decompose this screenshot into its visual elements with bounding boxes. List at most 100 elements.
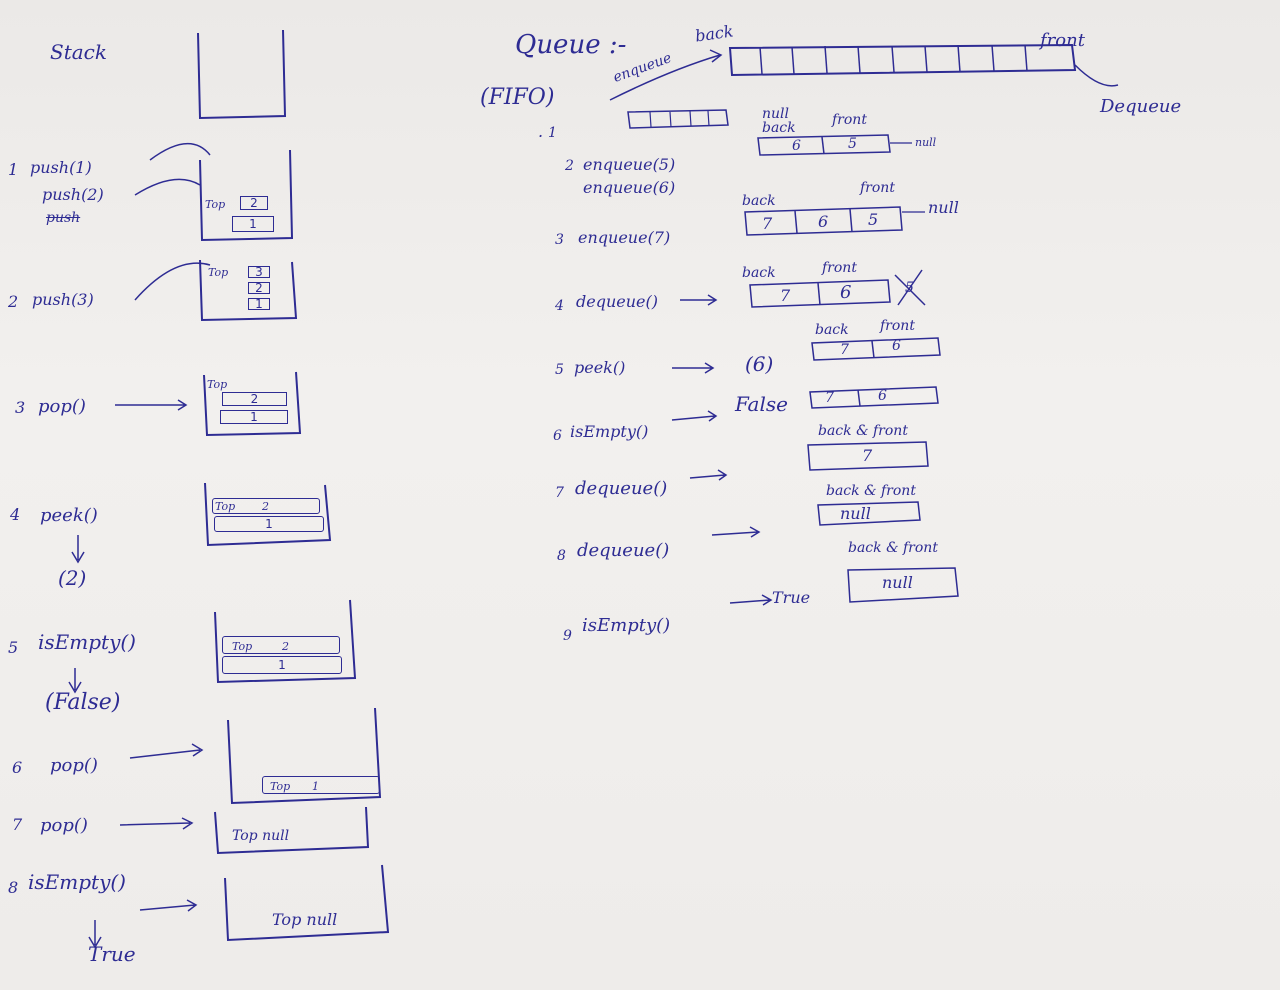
stack-cell: 1 <box>232 216 274 232</box>
queue-value: 7 <box>862 446 873 465</box>
queue-step-isempty9: isEmpty() <box>582 615 671 636</box>
queue-isempty-result: False <box>735 392 788 416</box>
queue-value: 7 <box>762 214 773 233</box>
queue-step-1-dot: . <box>538 122 544 141</box>
stack-cell: 1 <box>248 297 270 311</box>
stack-cell-outline <box>212 498 320 514</box>
arrow-isempty8 <box>139 899 198 912</box>
queue-box-5 <box>811 337 941 361</box>
stack-step-6-num: 6 <box>12 758 23 777</box>
arrow-q7 <box>689 469 728 481</box>
stack-step-1-num: 1 <box>8 160 19 179</box>
queue-back-label: back <box>742 265 776 281</box>
stack-peek-result: (2) <box>58 566 87 590</box>
stack-cell: 1 <box>220 410 288 424</box>
queue-value: 7 <box>780 286 791 305</box>
stack-isempty8-result: True <box>88 942 136 966</box>
stack-step-4-num: 4 <box>10 505 21 524</box>
queue-step-enqueue7: enqueue(7) <box>578 228 671 247</box>
queue-step-peek: peek() <box>574 358 626 377</box>
stack-step-pop7: pop() <box>40 815 88 836</box>
queue-back-label: back <box>762 120 796 136</box>
stack-step-push2: push(2) <box>42 185 104 204</box>
queue-value: 7 <box>825 390 834 406</box>
stack-step-pop6: pop() <box>50 755 98 776</box>
queue-step-4-num: 4 <box>555 298 564 314</box>
stack-cell: 1 <box>214 516 324 532</box>
stack-top-label: Top <box>232 640 253 653</box>
queue-long-box <box>728 43 1077 77</box>
queue-box-7 <box>807 441 929 471</box>
stack-isempty-result: (False) <box>45 690 121 715</box>
queue-dequeue-label: Dequeue <box>1100 96 1182 117</box>
stack-step-isempty: isEmpty() <box>38 630 136 654</box>
queue-step-isempty: isEmpty() <box>570 422 649 441</box>
queue-value: 5 <box>848 136 857 152</box>
queue-step-dequeue7: dequeue() <box>575 478 668 499</box>
stack-step-push3: push(3) <box>32 290 94 309</box>
queue-long-box-dividers <box>759 44 1028 75</box>
arrow-push3 <box>134 262 211 301</box>
queue-value: null <box>882 573 913 592</box>
queue-step-dequeue4: dequeue() <box>576 292 658 311</box>
stack-empty-container <box>197 29 287 120</box>
queue-box-9 <box>847 567 959 603</box>
arrow-push1 <box>149 142 211 161</box>
stack-top-label: Top <box>205 198 226 211</box>
queue-value: 6 <box>892 338 901 354</box>
arrow-dequeue <box>1074 64 1119 87</box>
queue-step-2-num: 2 <box>565 158 574 174</box>
stack-step-peek: peek() <box>40 505 98 526</box>
queue-back-label: back <box>815 322 849 338</box>
queue-value: 6 <box>792 138 801 154</box>
queue-back-front-label: back & front <box>848 540 938 556</box>
arrow-pop6 <box>129 743 204 759</box>
queue-subtitle: (FIFO) <box>480 85 555 110</box>
stack-cell: 2 <box>248 281 270 295</box>
stack-top-label: Top <box>215 500 236 513</box>
queue-step-enqueue5: enqueue(5) <box>583 155 676 174</box>
arrow-isempty-down <box>68 668 82 694</box>
queue-crossed-value: 5 <box>905 280 914 296</box>
queue-front-label: front <box>860 180 895 196</box>
queue-title: Queue :- <box>515 30 627 60</box>
arrow-q8 <box>711 526 761 538</box>
stack-step-8-num: 8 <box>8 878 19 897</box>
queue-step-8-num: 8 <box>557 548 566 564</box>
stack-cell: 2 <box>222 392 287 406</box>
stack-top-label: Top <box>208 266 229 279</box>
arrow-isempty8-down <box>88 920 102 949</box>
stack-top-label: Top <box>270 780 291 793</box>
stack-box-1 <box>199 149 294 242</box>
queue-step-7-num: 7 <box>555 485 564 501</box>
queue-null-label: null <box>915 136 937 149</box>
queue-front-label: front <box>880 318 915 334</box>
arrow-push2 <box>134 178 201 196</box>
queue-isempty9-result: True <box>772 588 811 607</box>
queue-front-label: front <box>822 260 857 276</box>
stack-box-2 <box>199 259 298 322</box>
arrow-q5 <box>672 362 715 374</box>
queue-box-6 <box>809 386 939 409</box>
queue-step-dequeue8: dequeue() <box>577 540 670 561</box>
stack-cell: 3 <box>248 265 270 279</box>
stack-cell-text: 1 <box>312 780 319 793</box>
stack-box-6 <box>227 707 382 805</box>
queue-peek-result: (6) <box>745 352 774 376</box>
stack-cell-outline <box>262 776 380 794</box>
queue-box-3 <box>744 206 903 236</box>
stack-box-5 <box>214 599 357 684</box>
queue-back-label: back <box>742 193 776 209</box>
stack-box-7 <box>214 806 370 855</box>
stack-step-3-num: 3 <box>15 398 26 417</box>
queue-step-6-num: 6 <box>553 428 562 444</box>
stack-cell-text: 2 <box>282 640 289 653</box>
queue-value: 5 <box>868 210 879 229</box>
queue-step-enqueue6: enqueue(6) <box>583 178 676 197</box>
stack-step-7-num: 7 <box>12 815 23 834</box>
stack-cell-outline <box>222 636 340 654</box>
stack-step-push-struck: push <box>46 210 81 226</box>
queue-empty-box <box>627 109 729 129</box>
queue-value: 6 <box>840 282 852 303</box>
queue-null-label: null <box>762 106 789 122</box>
